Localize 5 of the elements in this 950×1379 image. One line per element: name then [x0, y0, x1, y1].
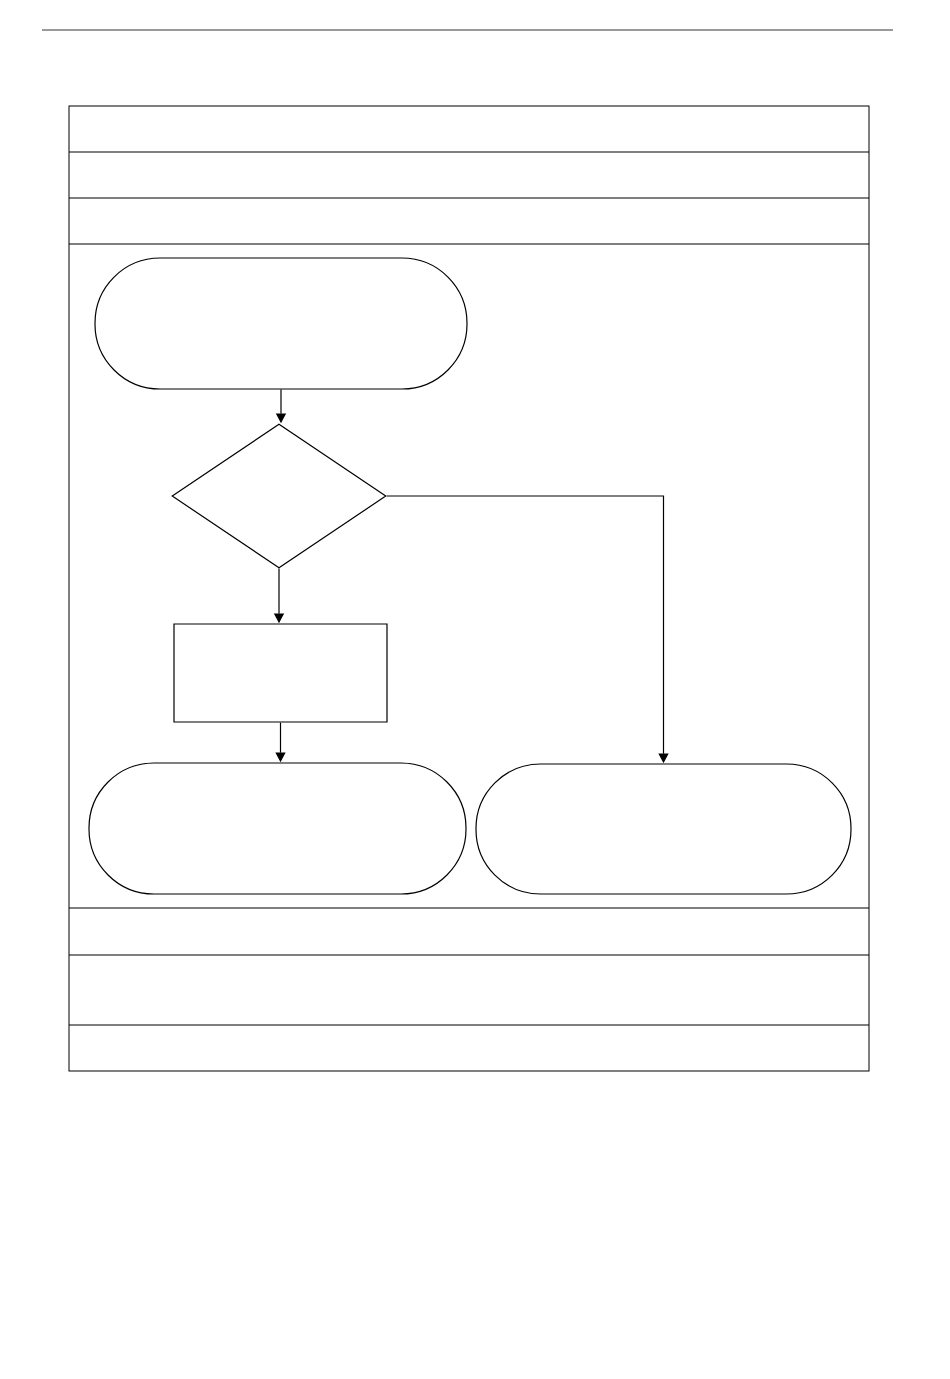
decision-diamond: [171, 423, 387, 569]
terminal-shape: [475, 763, 852, 895]
terminal-shape: [88, 762, 467, 895]
process-box: [173, 623, 388, 723]
terminal-shape: [94, 257, 468, 390]
